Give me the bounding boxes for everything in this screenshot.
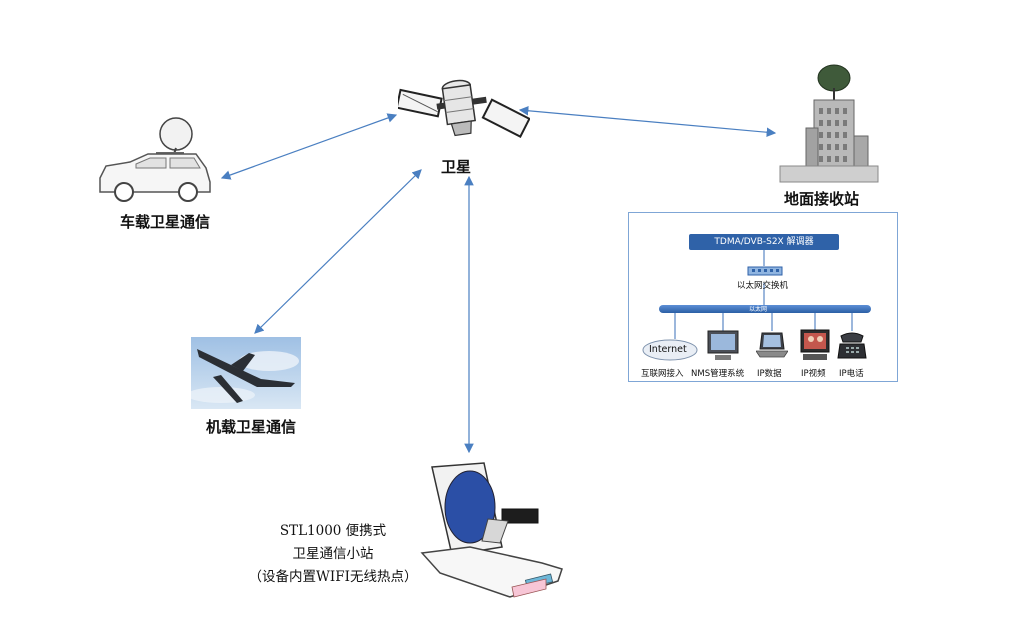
decoder-box: TDMA/DVB-S2X 解调器	[689, 234, 839, 250]
phone-icon	[837, 332, 867, 359]
satellite-label: 卫星	[441, 158, 472, 176]
satellite-icon	[398, 79, 530, 138]
aircraft-label: 机载卫星通信	[206, 418, 297, 436]
vehicle-icon	[99, 117, 211, 202]
switch-icon	[747, 266, 783, 276]
monitor-icon	[707, 330, 739, 360]
ground-station-label: 地面接收站	[784, 190, 860, 208]
switch-label: 以太网交换机	[737, 281, 789, 291]
endpoint-label-nms: NMS管理系统	[691, 369, 745, 379]
portable-label-line2: 卫星通信小站	[292, 546, 374, 562]
link-aircraft-satellite	[254, 169, 422, 334]
vehicle-label: 车载卫星通信	[120, 213, 211, 231]
internet-cloud-icon	[642, 339, 698, 361]
endpoint-label-ip-phone: IP电话	[839, 369, 864, 379]
ethernet-bus	[659, 305, 871, 313]
link-satellite-ground	[518, 105, 777, 138]
ground-station-building-icon	[779, 64, 879, 183]
portable-label: STL1000 便携式 卫星通信小站 （设备内置WIFI无线热点）	[248, 520, 418, 589]
link-vehicle-satellite	[220, 113, 398, 180]
endpoint-label-internet: 互联网接入	[641, 369, 684, 379]
portable-terminal-icon	[420, 462, 563, 598]
aircraft-photo-icon	[191, 337, 301, 409]
laptop-icon	[756, 332, 788, 358]
ground-network-panel: TDMA/DVB-S2X 解调器 以太网交换机 以太网 Internet 互联网…	[628, 212, 898, 382]
portable-label-line1: STL1000 便携式	[279, 523, 387, 539]
internet-badge: Internet	[649, 344, 687, 355]
video-icon	[800, 329, 830, 360]
panel-connectors	[674, 250, 853, 339]
portable-label-line3: （设备内置WIFI无线热点）	[248, 569, 418, 585]
endpoint-label-ip-data: IP数据	[757, 369, 782, 379]
endpoint-label-ip-video: IP视频	[801, 369, 826, 379]
ethernet-bus-label: 以太网	[749, 306, 768, 313]
